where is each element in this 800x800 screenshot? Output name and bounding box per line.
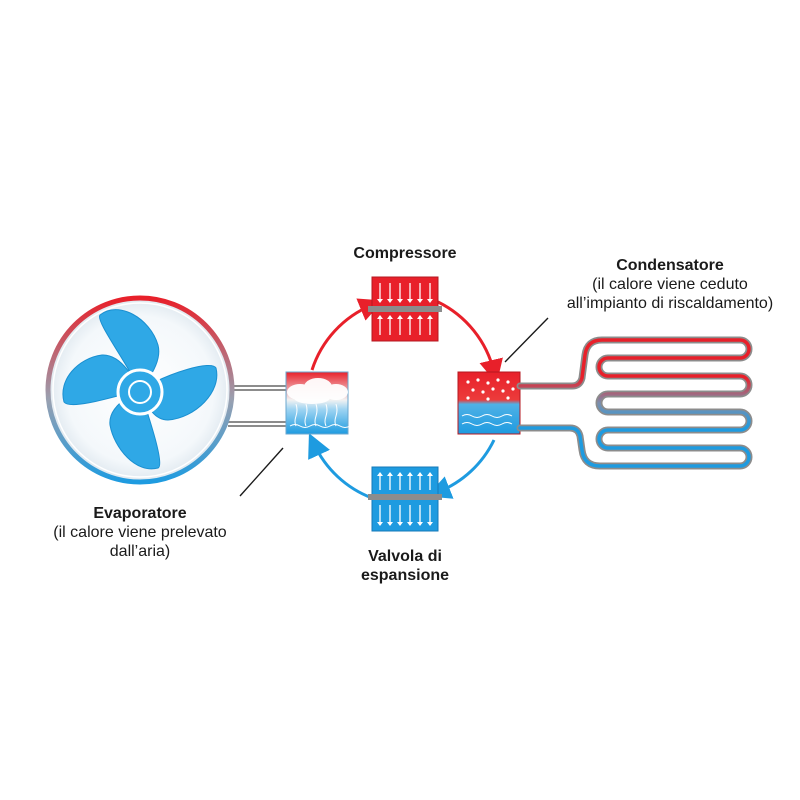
evaporator-desc-line1: (il calore viene prelevato [53, 524, 227, 541]
expansion-valve-icon [368, 466, 442, 532]
compressor-title: Compressore [353, 245, 457, 262]
valve-label: Valvola di espansione [320, 547, 490, 585]
valve-title-line2: espansione [360, 567, 450, 584]
evaporator-icon [285, 371, 351, 435]
condenser-label: Condensatore (il calore viene ceduto all… [545, 256, 795, 313]
condenser-desc-line2: all’impianto di riscaldamento) [566, 295, 774, 312]
fan-pipes [228, 385, 286, 427]
refrigerant-loop [308, 298, 503, 500]
compressor-icon [368, 276, 442, 342]
valve-title-line1: Valvola di [368, 548, 442, 565]
fan-icon [45, 295, 235, 485]
condenser-desc-line1: (il calore viene ceduto [592, 276, 748, 293]
condenser-icon [457, 371, 521, 435]
compressor-label: Compressore [320, 244, 490, 263]
evaporator-desc-line2: dall’aria) [109, 543, 171, 560]
condenser-title: Condensatore [616, 257, 724, 274]
evaporator-title: Evaporatore [93, 505, 187, 522]
evaporator-pointer [239, 447, 284, 497]
radiator-coil-icon [516, 336, 753, 470]
evaporator-label: Evaporatore (il calore viene prelevato d… [30, 504, 250, 561]
condenser-pointer [504, 317, 549, 363]
